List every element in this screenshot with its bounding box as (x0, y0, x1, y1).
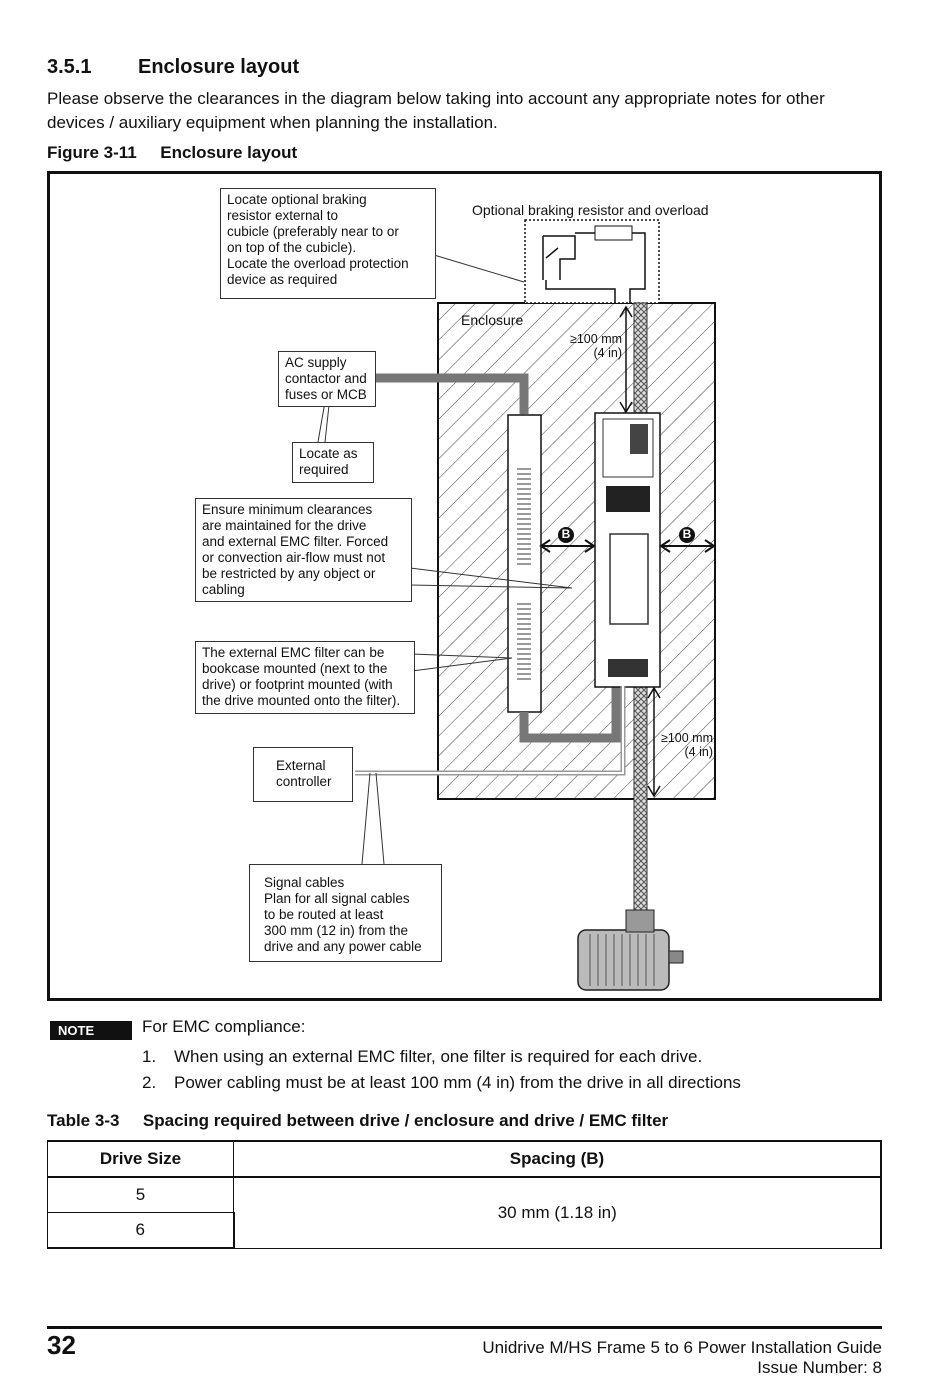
note-item-num: 1. (142, 1047, 157, 1066)
section-number: 3.5.1 (47, 56, 92, 78)
footer-rule (47, 1326, 882, 1329)
note-intro: For EMC compliance: (142, 1017, 306, 1036)
enclosure-label: Enclosure (461, 312, 524, 328)
table-header-row: Drive Size Spacing (B) (47, 1140, 882, 1178)
table-row: 6 (47, 1212, 882, 1249)
ac-supply-callout: AC supply contactor and fuses or MCB (278, 351, 376, 407)
clearance-callout: Ensure minimum clearances are maintained… (195, 498, 412, 602)
note-item-1: 1. When using an external EMC filter, one… (142, 1047, 702, 1067)
page-number: 32 (47, 1330, 76, 1360)
drive-size-cell: 6 (47, 1212, 235, 1249)
header-drive-size: Drive Size (47, 1140, 234, 1178)
note-item-num: 2. (142, 1073, 157, 1092)
note-item-text: When using an external EMC filter, one f… (174, 1047, 703, 1066)
controller-callout: External controller (253, 747, 353, 802)
top-clearance-label: ≥100 mm (4 in) (570, 332, 622, 360)
table-label: Table 3-3 (47, 1111, 120, 1130)
top-clearance-mm: ≥100 mm (570, 332, 623, 346)
intro-paragraph: Please observe the clearances in the dia… (47, 89, 825, 132)
note-item-text: Power cabling must be at least 100 mm (4… (174, 1073, 741, 1092)
bottom-clearance-mm: ≥100 mm (660, 731, 713, 745)
footer-info: Unidrive M/HS Frame 5 to 6 Power Install… (482, 1338, 882, 1378)
bottom-clearance-in: (4 in) (684, 745, 713, 759)
b-marker-right: B (682, 527, 692, 541)
table-row: 5 30 mm (1.18 in) (47, 1176, 882, 1249)
braking-label: Optional braking resistor and overload (472, 202, 709, 218)
footer-issue: Issue Number: 8 (757, 1358, 882, 1377)
note-item-2: 2. Power cabling must be at least 100 mm … (142, 1073, 741, 1093)
spacing-cell: 30 mm (1.18 in) (233, 1176, 882, 1249)
diagram-graphics (317, 219, 716, 991)
emc-filter-callout: The external EMC filter can be bookcase … (195, 641, 415, 714)
table-title: Spacing required between drive / enclosu… (142, 1111, 669, 1130)
header-spacing: Spacing (B) (233, 1140, 882, 1178)
footer-title: Unidrive M/HS Frame 5 to 6 Power Install… (482, 1338, 882, 1357)
signal-callout: Signal cables Plan for all signal cables… (249, 864, 442, 962)
b-marker-left: B (561, 527, 571, 541)
enclosure-diagram: Locate optional braking resistor externa… (47, 171, 882, 1001)
locate-callout: Locate as required (292, 442, 374, 483)
motor (577, 929, 670, 991)
spacing-table: Drive Size Spacing (B) 5 30 mm (1.18 in)… (47, 1140, 882, 1249)
figure-label: Figure 3-11 (47, 143, 137, 162)
table-caption: Table 3-3 Spacing required between drive… (47, 1111, 668, 1131)
figure-title: Enclosure layout (160, 143, 298, 162)
note-badge: NOTE (50, 1021, 132, 1040)
bottom-clearance-label: ≥100 mm (4 in) (658, 731, 713, 759)
drive-size-cell: 5 (47, 1176, 234, 1213)
section-title: Enclosure layout (138, 56, 300, 78)
braking-callout: Locate optional braking resistor externa… (220, 188, 436, 299)
top-clearance-in: (4 in) (593, 346, 622, 360)
figure-caption: Figure 3-11 Enclosure layout (47, 143, 297, 163)
